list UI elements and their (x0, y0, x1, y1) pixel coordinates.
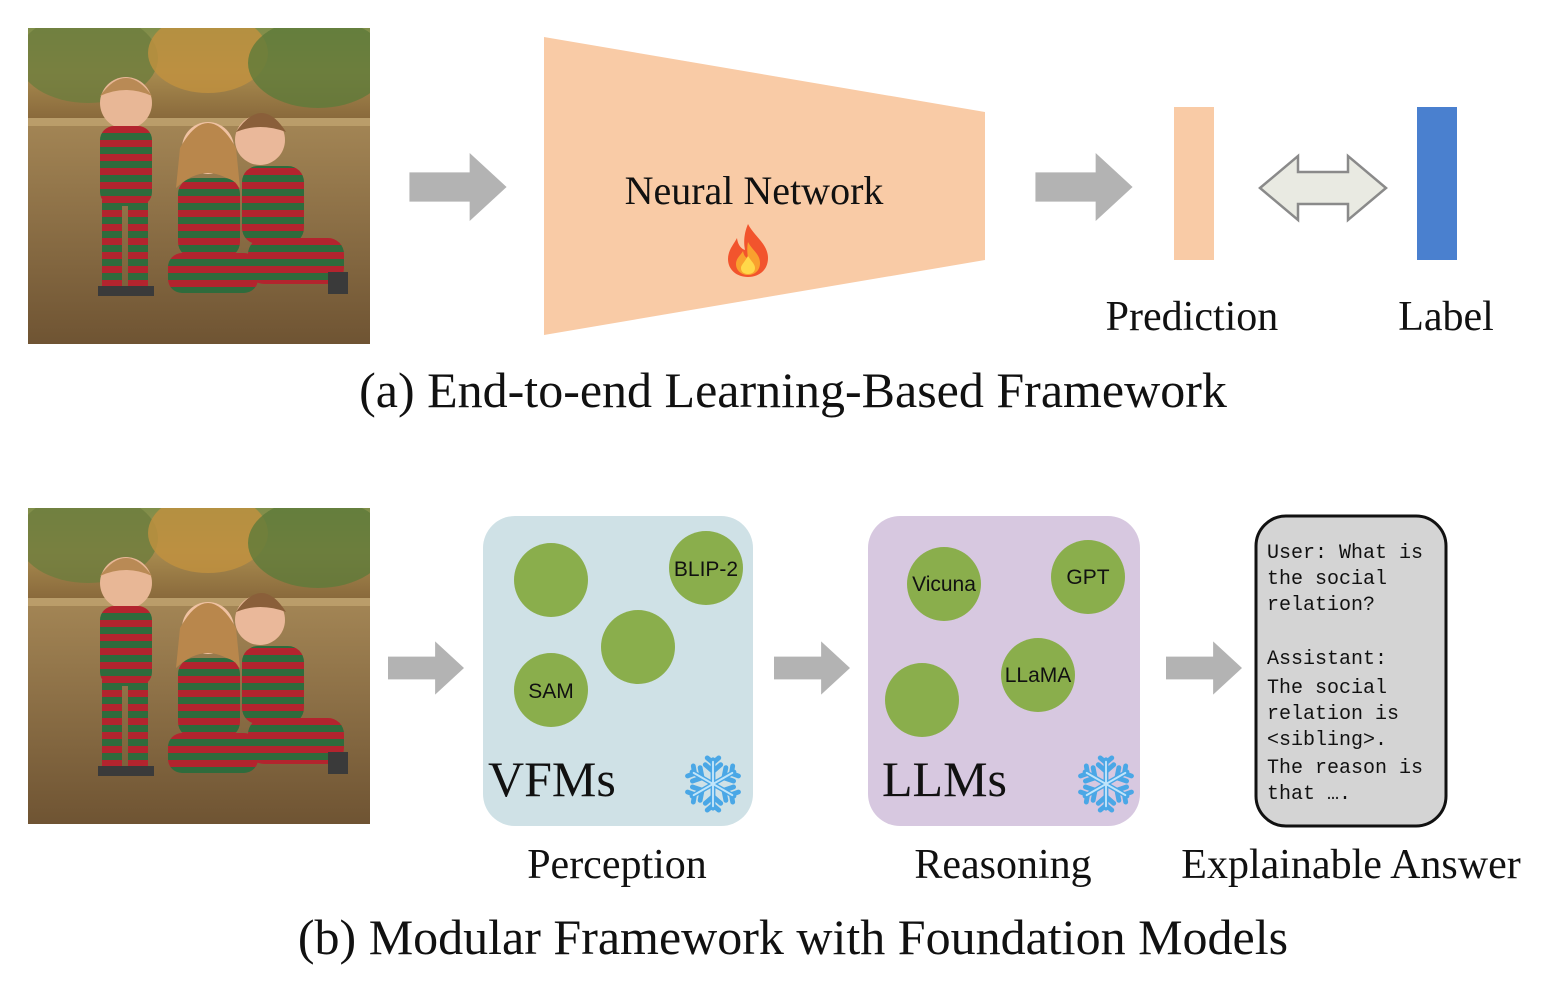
vfm-model-circle-sam (514, 653, 588, 727)
answer-box (1254, 514, 1448, 828)
answer-line: relation? (1267, 594, 1375, 617)
snowflake-icon (687, 758, 740, 810)
reasoning-label: Reasoning (914, 842, 1091, 888)
panel-a: Neural Network Prediction Label (a) End-… (28, 28, 1494, 418)
vfm-model-circle (601, 610, 675, 684)
answer-line: relation is (1267, 703, 1399, 726)
llm-model-label: GPT (1066, 566, 1109, 589)
vfm-model-circle-blip2 (669, 531, 743, 605)
caption-a: (a) End-to-end Learning-Based Framework (359, 362, 1227, 418)
answer-line: the social (1267, 568, 1387, 591)
answer-line: User: What is (1267, 542, 1423, 565)
arrow-to-vfms (388, 641, 464, 695)
arrow-to-network (409, 153, 507, 221)
perception-label: Perception (527, 842, 707, 888)
caption-b: (b) Modular Framework with Foundation Mo… (298, 909, 1288, 965)
label-label: Label (1398, 294, 1494, 340)
answer-line: that …. (1267, 783, 1351, 806)
llm-model-label: Vicuna (912, 573, 976, 596)
answer-line: <sibling>. (1267, 729, 1387, 752)
arrow-to-llms (774, 641, 850, 695)
neural-network-block (544, 37, 985, 335)
llms-title: LLMs (882, 751, 1007, 807)
prediction-label: Prediction (1106, 294, 1279, 340)
llm-model-circle-llama (1001, 638, 1075, 712)
vfm-model-label: SAM (528, 680, 574, 703)
label-bar (1417, 107, 1457, 260)
vfm-model-circle (514, 543, 588, 617)
vfms-title: VFMs (488, 751, 616, 807)
answer-line: The social (1267, 677, 1387, 700)
llm-model-circle-gpt (1051, 540, 1125, 614)
compare-double-arrow (1258, 153, 1388, 223)
input-image-b (28, 508, 370, 824)
arrow-to-prediction (1035, 153, 1133, 221)
neural-network-label: Neural Network (625, 168, 884, 213)
snowflake-icon (1080, 758, 1133, 810)
explainable-answer-label: Explainable Answer (1181, 842, 1520, 888)
prediction-bar (1174, 107, 1214, 260)
llm-model-circle-vicuna (907, 547, 981, 621)
panel-b: BLIP-2 SAM VFMs Vicuna GPT LLaMA LLMs Us… (28, 508, 1521, 965)
llm-model-circle (885, 663, 959, 737)
answer-line: The reason is (1267, 757, 1423, 780)
llm-model-label: LLaMA (1005, 664, 1072, 687)
answer-line: Assistant: (1267, 648, 1387, 671)
input-image-a (28, 28, 370, 344)
arrow-to-answer (1166, 641, 1242, 695)
vfm-model-label: BLIP-2 (674, 558, 738, 581)
